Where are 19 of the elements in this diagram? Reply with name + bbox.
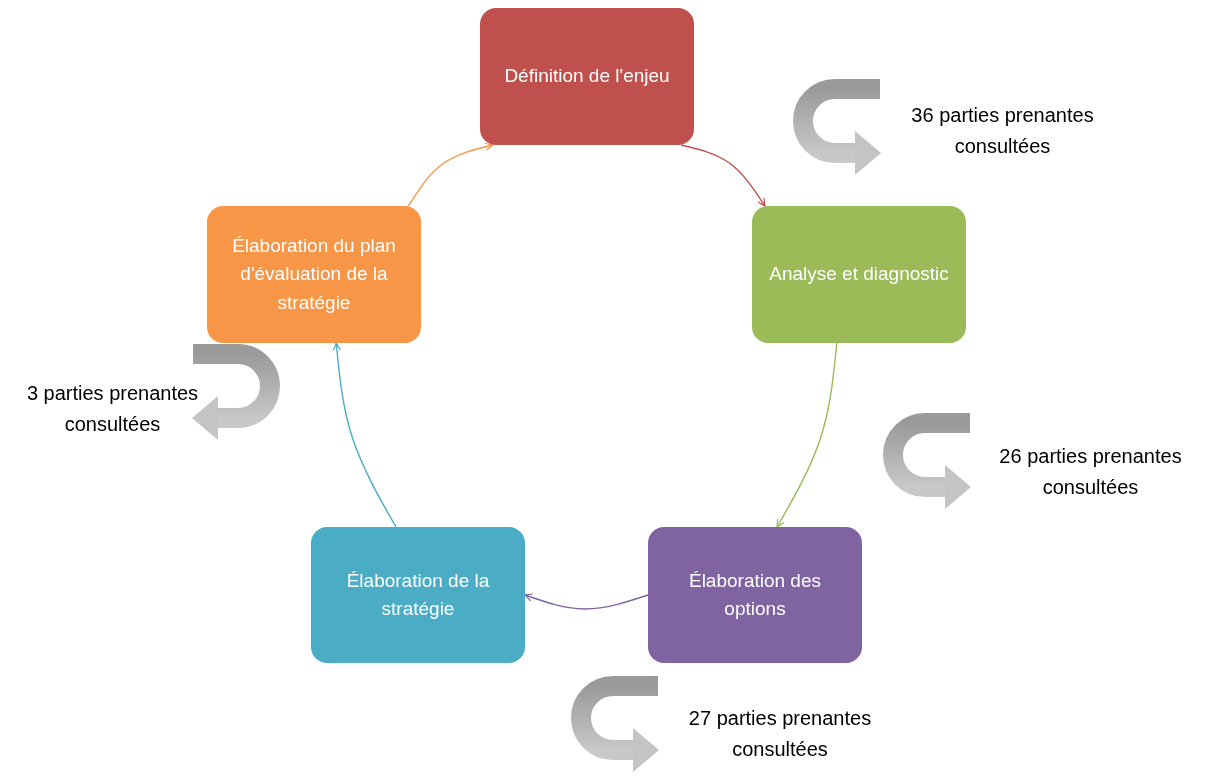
step-label: Définition de l'enjeu — [504, 64, 670, 89]
arrow — [524, 593, 649, 610]
arrow — [680, 144, 766, 207]
arrow — [776, 342, 838, 528]
step-label: Élaboration du plan d'évaluation de la stratégie — [231, 233, 397, 315]
stakeholder-count: 36 parties prenantes consultées — [910, 103, 1095, 159]
arrow — [332, 342, 397, 528]
step-label: Élaboration de la stratégie — [345, 568, 491, 621]
stakeholder-count: 27 parties prenantes consultées — [687, 706, 873, 762]
process-box — [480, 8, 694, 145]
arrow — [407, 142, 494, 207]
process-box — [648, 527, 862, 663]
process-box — [207, 206, 421, 343]
stakeholder-count: 26 parties prenantes consultées — [998, 444, 1183, 500]
process-box — [752, 206, 966, 343]
step-label: Élaboration des options — [687, 568, 822, 621]
process-box — [311, 527, 525, 663]
step-label: Analyse et diagnostic — [769, 262, 949, 287]
stakeholder-count: 3 parties prenantes consultées — [25, 381, 200, 437]
